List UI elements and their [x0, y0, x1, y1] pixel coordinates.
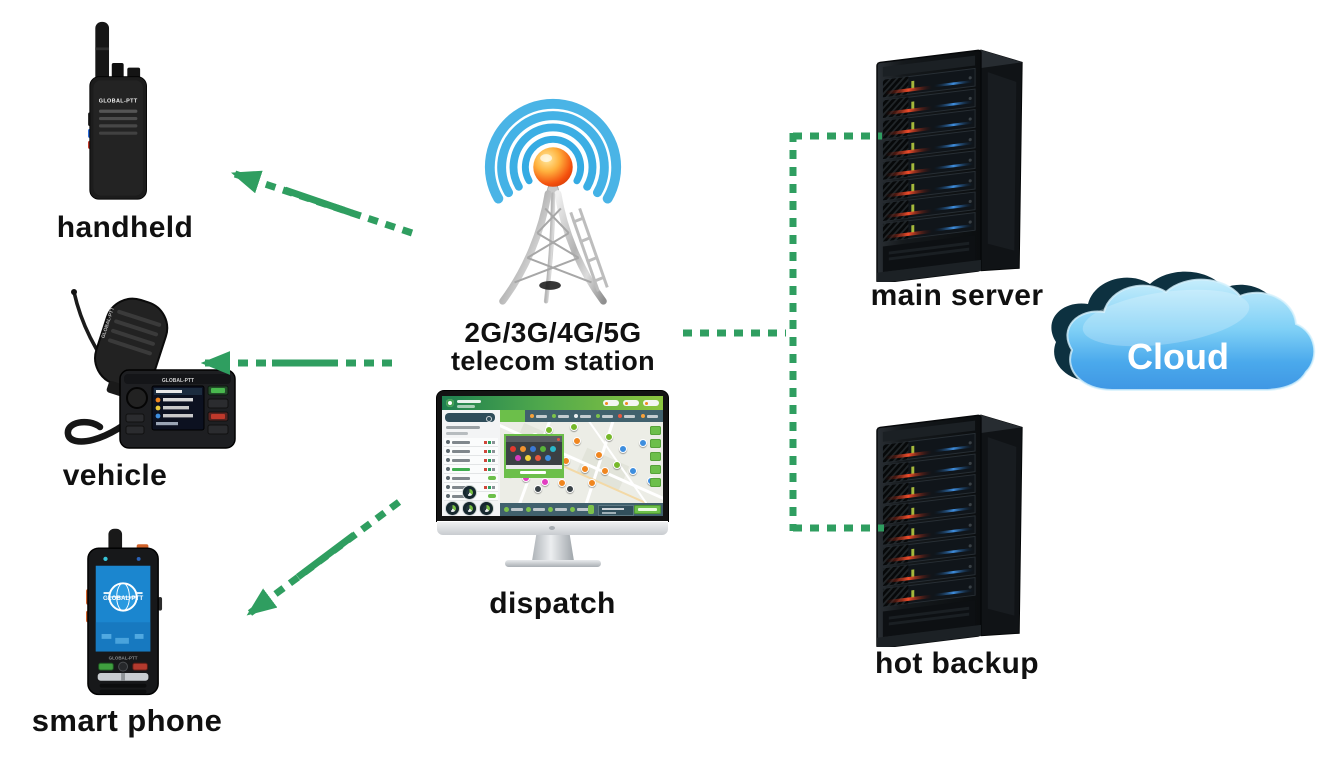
map-marker	[545, 426, 553, 434]
smart-phone-label: smart phone	[31, 703, 223, 738]
radio-waves-icon	[484, 98, 622, 204]
map-marker	[573, 437, 581, 445]
status-donut	[446, 502, 459, 515]
dispatch-app-header	[442, 396, 663, 410]
phone-screen-brand: GLOBAL-PTT	[103, 595, 143, 602]
telecom-tower-illustration	[450, 92, 656, 317]
station-label-line2: telecom station	[450, 346, 656, 377]
statusbar-info	[598, 505, 634, 516]
map-marker	[581, 465, 589, 473]
vehicle-radio-illustration: GLOBAL-PTT GLOBAL-PTT	[52, 286, 242, 458]
dispatch-app-toolbar	[500, 410, 663, 422]
list-item	[444, 456, 498, 465]
map-marker	[629, 467, 637, 475]
close-icon	[557, 437, 560, 441]
status-donut	[480, 502, 493, 515]
ptt-call-button	[634, 505, 661, 514]
cloud-illustration: Cloud	[1048, 266, 1324, 418]
toolbar-active-tab	[500, 410, 525, 422]
map-marker	[534, 485, 542, 493]
sidebar-search-input	[445, 413, 495, 422]
map-marker	[566, 485, 574, 493]
smart-phone-illustration: GLOBAL-PTT GLOBAL-PTT	[86, 528, 164, 700]
search-icon	[486, 415, 492, 422]
list-item	[444, 474, 498, 483]
map-tool-button	[650, 478, 661, 487]
station-label-line1: 2G/3G/4G/5G	[464, 317, 642, 348]
map-tool-button	[650, 465, 661, 474]
map-marker	[639, 439, 647, 447]
dispatch-label: dispatch	[489, 587, 616, 620]
map-tool-button	[650, 426, 661, 435]
monitor-chin	[437, 521, 668, 535]
handheld-label: handheld	[56, 211, 194, 244]
dispatch-app-statusbar	[500, 503, 663, 516]
dispatch-app-screen	[442, 396, 663, 516]
map-marker	[541, 478, 549, 486]
operator-icon	[588, 505, 594, 514]
dispatch-app-sidebar	[442, 410, 501, 516]
hot-backup-label: hot backup	[874, 647, 1039, 680]
list-item	[444, 447, 498, 456]
map-tool-button	[650, 439, 661, 448]
map-marker	[595, 451, 603, 459]
map-marker	[613, 461, 621, 469]
status-donut	[463, 502, 476, 515]
vehicle-brand: GLOBAL-PTT	[162, 378, 194, 384]
map-marker	[570, 423, 578, 431]
dispatch-app-logo-icon	[446, 399, 454, 407]
vehicle-label: vehicle	[62, 459, 168, 492]
phone-chin-brand: GLOBAL-PTT	[109, 655, 138, 660]
map-marker	[558, 479, 566, 487]
list-item	[444, 438, 498, 447]
header-pill	[643, 400, 659, 406]
status-donut	[463, 486, 476, 499]
cloud-label: Cloud	[1127, 336, 1229, 377]
map-marker	[588, 479, 596, 487]
header-pill	[623, 400, 639, 406]
dispatch-monitor	[437, 391, 668, 569]
popup-action-bar	[506, 469, 562, 476]
map-marker	[619, 445, 627, 453]
monitor-stand	[532, 535, 574, 561]
map-marker	[601, 467, 609, 475]
dispatch-map	[500, 422, 663, 503]
monitor-bezel	[437, 391, 668, 521]
map-popup	[504, 434, 564, 478]
header-pill	[603, 400, 619, 406]
telecom-station-label: 2G/3G/4G/5G telecom station	[433, 318, 673, 376]
main-server-label: main server	[870, 279, 1044, 312]
map-marker	[605, 433, 613, 441]
handheld-brand: GLOBAL-PTT	[99, 98, 138, 104]
map-tool-button	[650, 452, 661, 461]
list-item-active	[444, 465, 498, 474]
handheld-radio-illustration: GLOBAL-PTT	[88, 14, 152, 208]
monitor-base	[505, 560, 601, 567]
